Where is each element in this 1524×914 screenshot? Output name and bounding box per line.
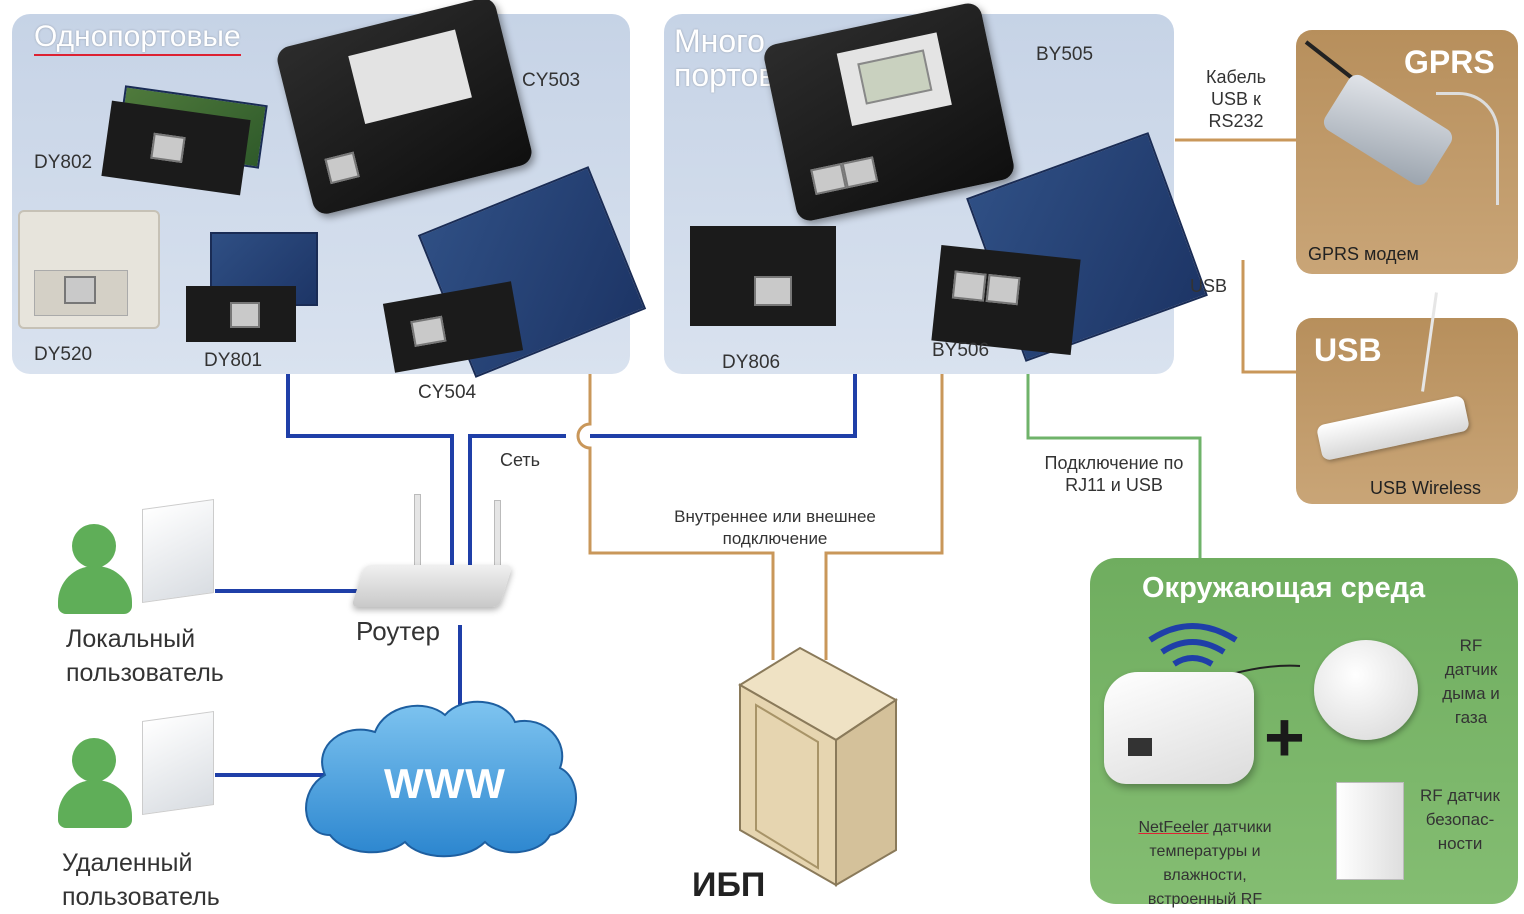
gprs-caption: GPRS модем (1308, 244, 1419, 264)
network-label: Сеть (500, 450, 541, 470)
dy802-label: DY802 (34, 152, 93, 173)
rf-security-line1: RF датчик (1420, 786, 1500, 805)
remote-user-label: Удаленный пользователь (62, 846, 220, 914)
internal-external-label: Внутреннее или внешнее подключение (640, 506, 910, 550)
smoke-detector-icon (1314, 640, 1418, 740)
router-label: Роутер (356, 616, 440, 646)
environment-title: Окружающая среда (1142, 572, 1426, 604)
gprs-title: GPRS (1404, 44, 1495, 80)
cable-label-line3: RS232 (1208, 111, 1264, 131)
plus-sign: + (1264, 698, 1305, 776)
usb-connection-label: USB (1190, 276, 1228, 296)
single-port-title: Однопортовые (34, 20, 241, 56)
gprs-panel: GPRS GPRS модем (1296, 30, 1518, 274)
rj11-label-line2: RJ11 и USB (1065, 475, 1163, 495)
netfeeler-line1-row: NetFeeler датчики (1110, 816, 1300, 840)
rf-smoke-line3: дыма и (1442, 684, 1500, 703)
by506-label: BY506 (932, 340, 990, 361)
rj11-label-line1: Подключение по (1044, 453, 1184, 473)
rf-security-line3: ности (1437, 834, 1483, 853)
dy520-port (64, 276, 96, 304)
by505-label: BY505 (1036, 44, 1094, 65)
internal-label-line2: подключение (722, 529, 828, 548)
cable-label-line2: USB к (1211, 89, 1261, 109)
usb-title: USB (1314, 332, 1382, 368)
rf-smoke-line2: датчик (1444, 660, 1498, 679)
www-label: WWW (384, 760, 506, 807)
dy801-port (230, 302, 260, 328)
rj11-connection-line (1026, 374, 1202, 558)
security-sensor-icon (1336, 782, 1404, 880)
remote-user-line1: Удаленный (62, 849, 193, 877)
netfeeler-name: NetFeeler (1138, 819, 1209, 836)
multi-port-title-line1: Много (674, 23, 765, 59)
rf-security-line2: безопас- (1425, 810, 1495, 829)
local-user-label: Локальный пользователь (66, 622, 224, 690)
internal-label-line1: Внутреннее или внешнее (674, 507, 876, 526)
remote-user-line2: пользователь (62, 883, 220, 911)
internal-connection-lines (576, 138, 1298, 660)
rj11-usb-label: Подключение по RJ11 и USB (1026, 452, 1202, 496)
netfeeler-port (1128, 738, 1152, 756)
dy806-device (690, 226, 836, 326)
rf-smoke-line1: RF (1459, 636, 1483, 655)
cable-label-line1: Кабель (1206, 67, 1266, 87)
rf-smoke-sensor-label: RF датчик дыма и газа (1432, 634, 1510, 730)
dy806-port (754, 276, 792, 306)
local-user-body-icon (58, 566, 132, 614)
netfeeler-line1b: датчики (1213, 819, 1272, 836)
gprs-cable (1436, 92, 1499, 205)
dy806-label: DY806 (722, 352, 781, 373)
dy520-device (18, 210, 160, 329)
dy801-device (186, 286, 296, 342)
remote-user-head-icon (72, 738, 116, 782)
remote-user-body-icon (58, 780, 132, 828)
dy520-label: DY520 (34, 344, 93, 365)
netfeeler-line4: встроенный RF (1147, 891, 1263, 908)
network-lines (215, 374, 857, 777)
netfeeler-device-icon (1104, 672, 1254, 784)
ups-label: ИБП (692, 866, 766, 904)
usb-panel: USB USB Wireless (1296, 292, 1518, 504)
rf-smoke-line4: газа (1454, 708, 1488, 727)
local-user-line2: пользователь (66, 659, 224, 687)
netfeeler-line2: температуры и (1149, 843, 1261, 860)
local-user-head-icon (72, 524, 116, 568)
usb-caption: USB Wireless (1370, 478, 1482, 498)
dy801-label: DY801 (204, 350, 263, 371)
rf-security-sensor-label: RF датчик безопас- ности (1404, 784, 1516, 856)
cable-usb-rs232-label: Кабель USB к RS232 (1188, 66, 1284, 132)
netfeeler-line3: влажности, (1163, 867, 1247, 884)
netfeeler-label: NetFeeler датчики температуры и влажност… (1110, 816, 1300, 912)
cy504-label: CY504 (418, 382, 477, 403)
local-user-line1: Локальный (66, 625, 196, 653)
cy503-label: CY503 (522, 70, 581, 91)
